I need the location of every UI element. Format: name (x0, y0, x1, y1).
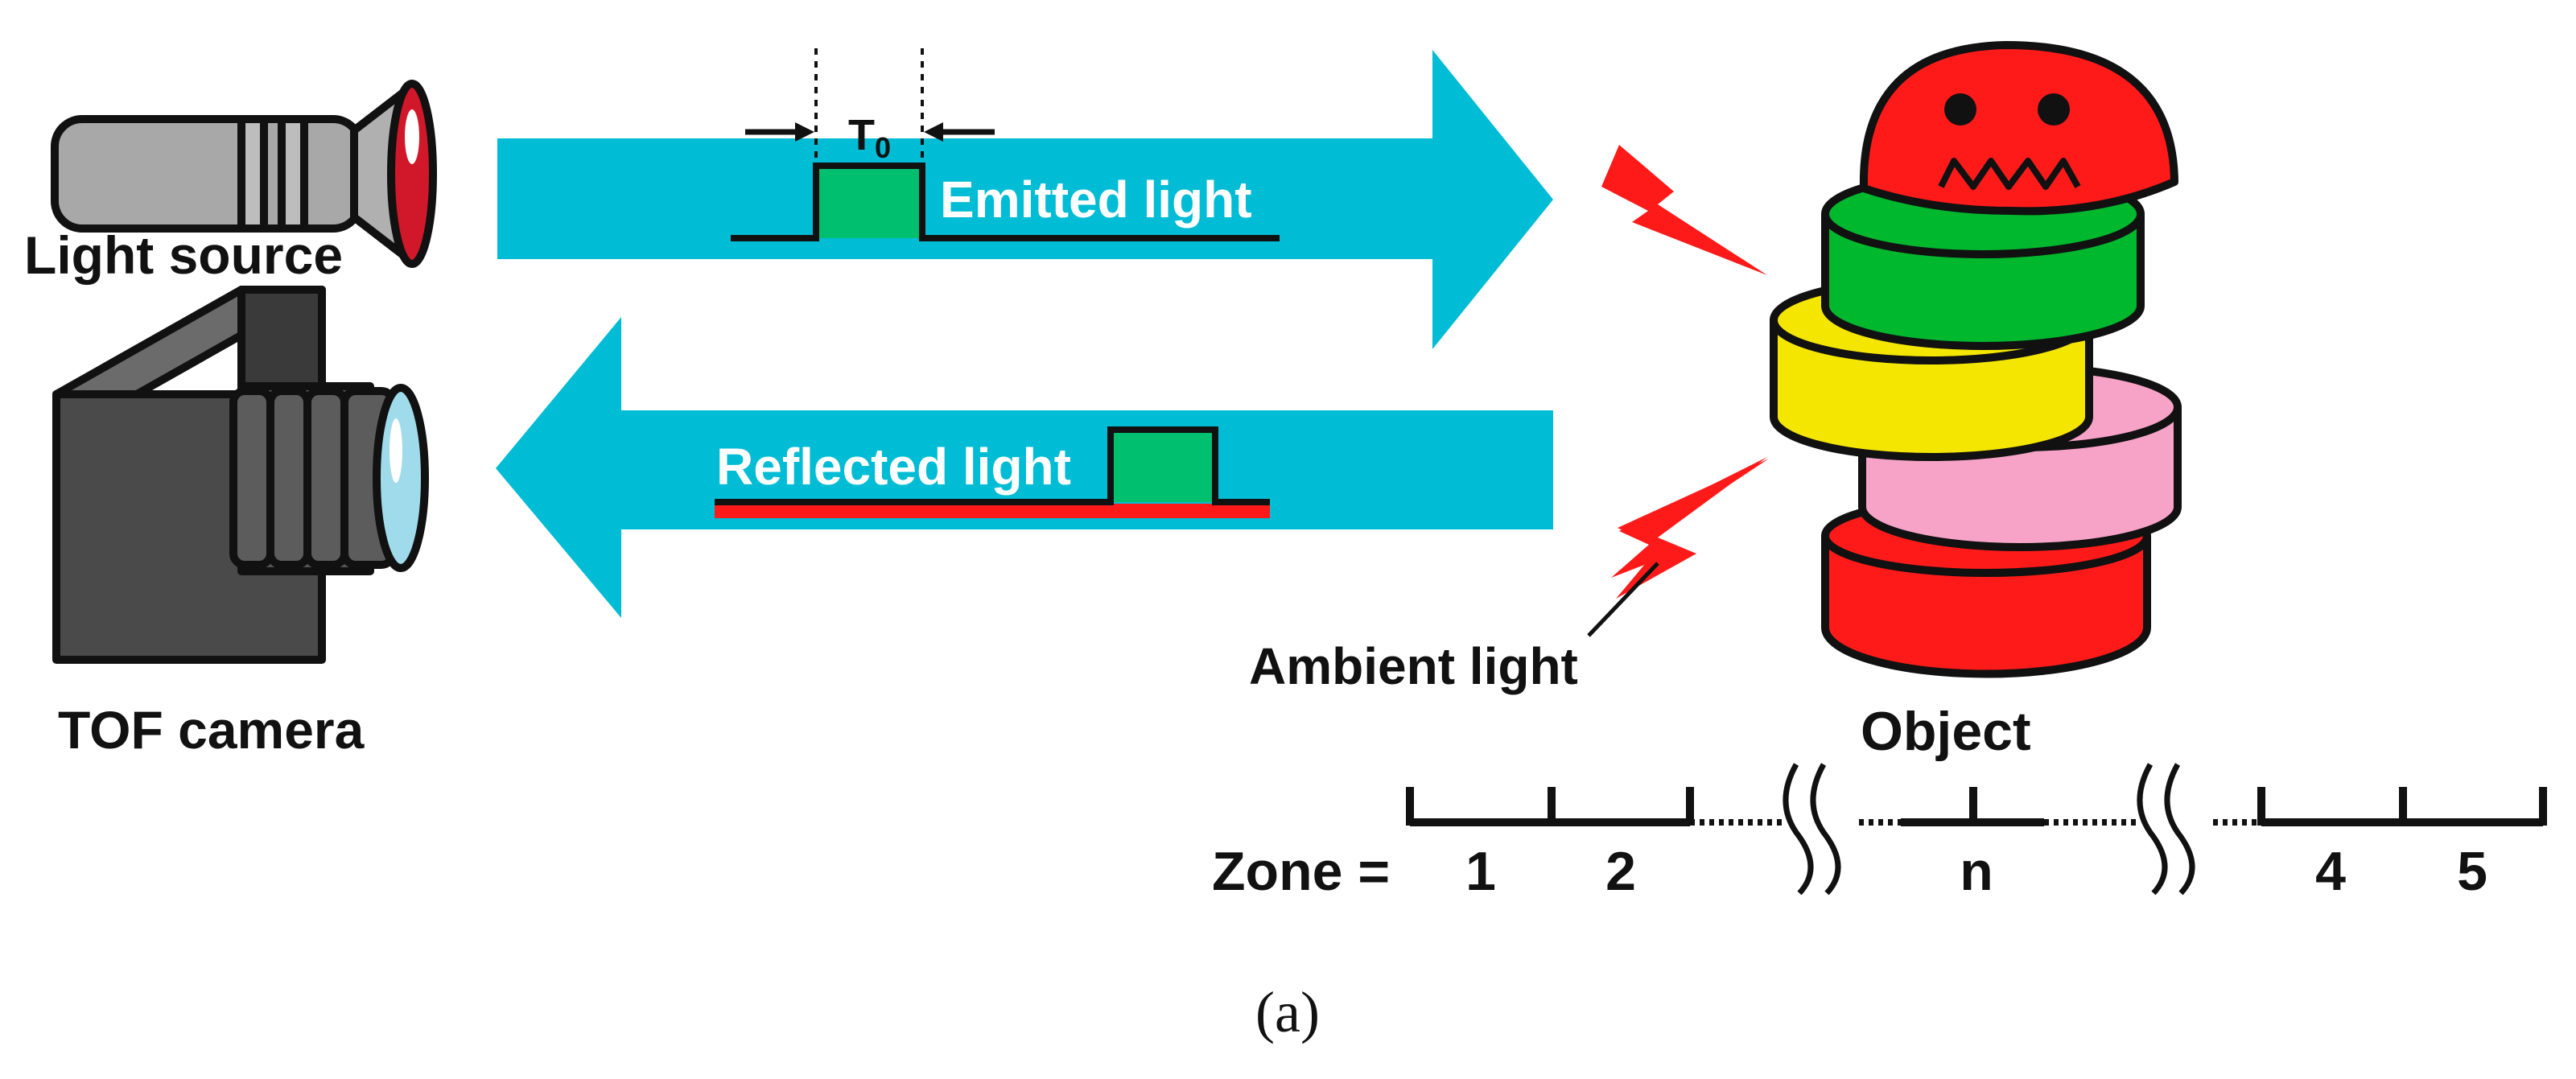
tof-camera-icon (52, 286, 429, 664)
zone-label-n: n (1960, 841, 1993, 902)
ambient-light-label: Ambient light (1249, 637, 1578, 695)
emitted-light-label: Emitted light (940, 171, 1252, 229)
figure-caption: (a) (1255, 980, 1320, 1044)
reflected-pulse (715, 426, 1270, 518)
object-stack (1770, 41, 2182, 678)
zone-label-5: 5 (2457, 841, 2487, 902)
zone-prefix-label: Zone = (1212, 841, 1390, 902)
emitted-pulse (731, 48, 1280, 241)
object-label: Object (1861, 701, 2031, 762)
zone-label-1: 1 (1465, 841, 1496, 902)
reflected-light-arrow (496, 317, 1553, 618)
tof-camera-label: TOF camera (58, 700, 365, 760)
ambient-bolt-bottom-icon (1611, 459, 1769, 578)
flashlight-icon (51, 80, 437, 268)
reflected-light-label: Reflected light (716, 438, 1071, 496)
ambient-bolt-lower-icon (1587, 457, 1767, 637)
emitted-light-arrow (497, 50, 1553, 349)
zone-scale (1406, 763, 2547, 896)
light-source-label: Light source (24, 225, 343, 285)
zone-label-2: 2 (1605, 841, 1636, 902)
ambient-bolt-top-icon (1601, 145, 1767, 275)
pulse-width-label: T0 (848, 111, 891, 164)
monster-head-icon (1859, 41, 2178, 216)
zone-label-4: 4 (2315, 841, 2346, 902)
